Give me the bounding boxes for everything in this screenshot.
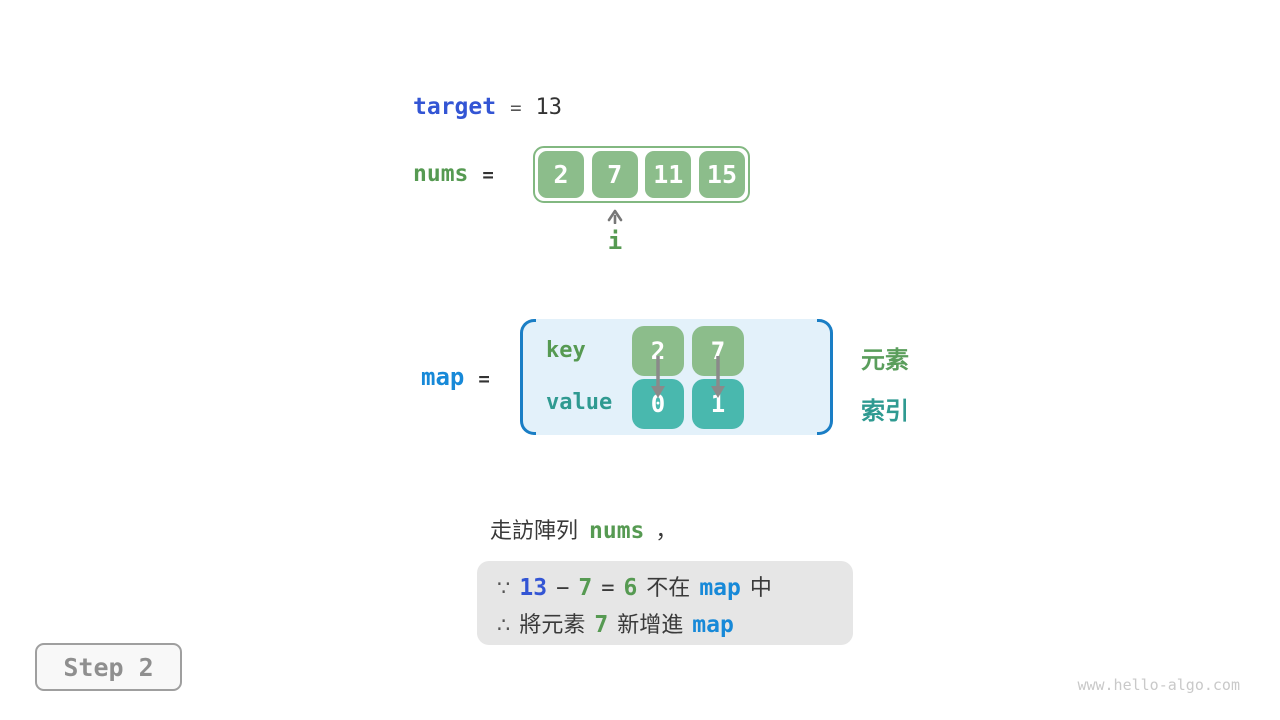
target-value: 13 bbox=[535, 95, 563, 120]
map-key-cell-1: 7 bbox=[692, 326, 744, 376]
caption-prefix: 走訪陣列 bbox=[490, 519, 579, 544]
left-bracket bbox=[520, 319, 536, 435]
note-line-1: ∵ 13 − 7 = 6 不在 map 中 bbox=[497, 570, 853, 607]
note-difference-value: 6 bbox=[623, 575, 638, 601]
caption-comma: ， bbox=[655, 519, 678, 544]
right-bracket bbox=[817, 319, 833, 435]
reasoning-note-box: ∵ 13 − 7 = 6 不在 map 中 ∴ 將元素 7 新增進 map bbox=[477, 561, 853, 645]
value-row-label: value bbox=[546, 390, 613, 415]
array-cell-2: 11 bbox=[645, 151, 692, 198]
site-watermark: www.hello-algo.com bbox=[1077, 676, 1240, 694]
target-line: target = 13 bbox=[413, 94, 562, 120]
map-value-cell-0: 0 bbox=[632, 379, 684, 429]
map-key-cell-0: 2 bbox=[632, 326, 684, 376]
index-side-label: 索引 bbox=[861, 397, 909, 425]
note-text-add-element: 將元素 bbox=[519, 613, 586, 638]
note-element-value: 7 bbox=[594, 612, 609, 638]
array-cell-0: 2 bbox=[538, 151, 584, 198]
therefore-symbol: ∴ bbox=[497, 613, 511, 637]
nums-label: nums = bbox=[413, 161, 494, 187]
map-container: key value 2 7 0 1 bbox=[520, 319, 833, 435]
minus-sign: − bbox=[556, 576, 570, 601]
note-text-not-in: 不在 bbox=[646, 576, 691, 601]
step-badge: Step 2 bbox=[35, 643, 182, 691]
key-row-label: key bbox=[546, 338, 586, 363]
array-cell-1: 7 bbox=[591, 151, 638, 198]
map-label: map = bbox=[421, 363, 490, 391]
note-map-ref: map bbox=[699, 575, 741, 601]
note-text-insert-into: 新增進 bbox=[617, 613, 684, 638]
nums-array: 2 7 11 15 bbox=[533, 146, 750, 203]
array-cell-3: 15 bbox=[698, 151, 745, 198]
map-variable: map bbox=[421, 363, 465, 391]
caption-line: 走訪陣列 nums ， bbox=[490, 513, 677, 545]
up-arrow-icon bbox=[607, 209, 623, 224]
index-pointer: i bbox=[592, 208, 638, 255]
note-map-ref: map bbox=[692, 612, 734, 638]
note-text-in: 中 bbox=[749, 576, 772, 601]
equals-sign: = bbox=[482, 164, 494, 186]
because-symbol: ∵ bbox=[497, 576, 511, 600]
equals-sign: = bbox=[510, 97, 522, 119]
pointer-label-i: i bbox=[607, 227, 623, 255]
caption-nums-code: nums bbox=[589, 518, 645, 544]
equals-sign: = bbox=[478, 368, 490, 390]
equals-sign: = bbox=[601, 576, 615, 601]
note-line-2: ∴ 將元素 7 新增進 map bbox=[497, 607, 853, 644]
note-target-value: 13 bbox=[519, 575, 548, 601]
target-variable: target bbox=[413, 94, 497, 120]
note-current-value: 7 bbox=[578, 575, 593, 601]
nums-variable: nums bbox=[413, 161, 469, 187]
element-side-label: 元素 bbox=[861, 346, 909, 374]
map-value-cell-1: 1 bbox=[692, 379, 744, 429]
